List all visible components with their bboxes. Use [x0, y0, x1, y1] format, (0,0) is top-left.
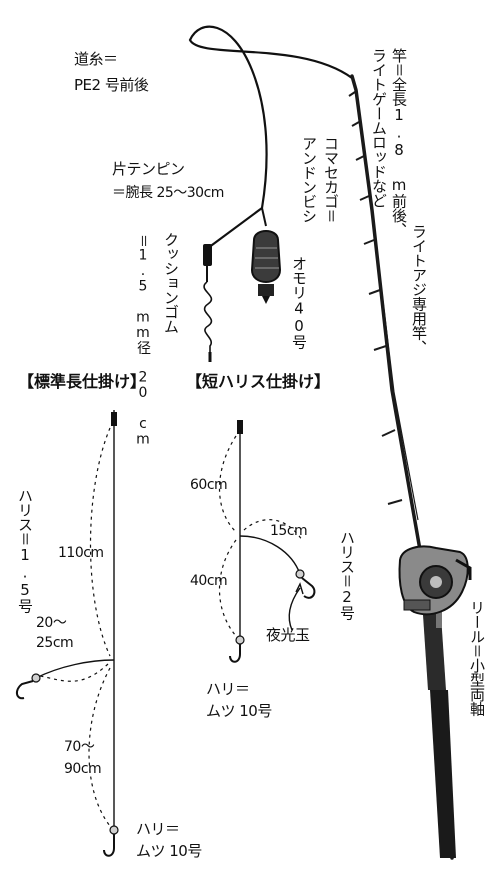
tenbin	[203, 207, 263, 282]
komasekago-type: アンドンビシ	[300, 136, 318, 223]
hook-standard-spec: ムツ 10号	[136, 842, 202, 860]
length-70-90-bottom: 90cm	[64, 761, 102, 777]
rod-label: 竿＝全長1.8 m前後、	[390, 48, 408, 237]
tenbin-spec: ＝腕長 25〜30cm	[112, 185, 224, 201]
length-20-25-top: 20〜	[36, 615, 67, 631]
short-rig-title: 【短ハリス仕掛け】	[186, 372, 331, 391]
tenbin-label: 片テンピン	[112, 160, 185, 178]
harisu-standard-label: ハリス＝1.5号	[16, 488, 34, 613]
reel	[398, 545, 472, 616]
harisu-short-label: ハリス＝2号	[338, 530, 356, 620]
standard-rig	[16, 410, 119, 857]
hook-standard-label: ハリ＝	[136, 820, 180, 838]
hook-short-spec: ムツ 10号	[206, 702, 272, 720]
length-20-25-bottom: 25cm	[36, 635, 74, 651]
length-110cm: 110cm	[58, 545, 104, 561]
michiito-spec: PE2 号前後	[74, 76, 149, 94]
length-15cm: 15cm	[270, 523, 308, 539]
komase-kago	[250, 207, 282, 304]
cushion-gomu-spec: ＝1.5 mm径 20 cm	[135, 234, 151, 447]
cushion-gomu	[203, 281, 213, 360]
rod	[348, 74, 456, 860]
reel-label: リール＝小型両軸	[468, 600, 486, 716]
michiito-label: 道糸＝	[74, 50, 118, 68]
hook-short-label: ハリ＝	[206, 680, 250, 698]
main-line	[188, 25, 353, 209]
length-40cm: 40cm	[190, 573, 228, 589]
cushion-gomu-label: クッションゴム	[162, 232, 180, 334]
standard-rig-title: 【標準長仕掛け】	[18, 372, 147, 391]
length-60cm: 60cm	[190, 477, 228, 493]
komasekago-label: コマセカゴ＝	[322, 136, 340, 223]
omori-label: オモリ40号	[290, 256, 308, 349]
yakoudama-label: 夜光玉	[266, 626, 310, 644]
rod-alt: ライトアジ専用竿、	[410, 224, 428, 355]
rod-type: ライトゲームロッドなど	[370, 48, 388, 208]
short-rig	[219, 420, 316, 663]
length-70-90-top: 70〜	[64, 739, 95, 755]
